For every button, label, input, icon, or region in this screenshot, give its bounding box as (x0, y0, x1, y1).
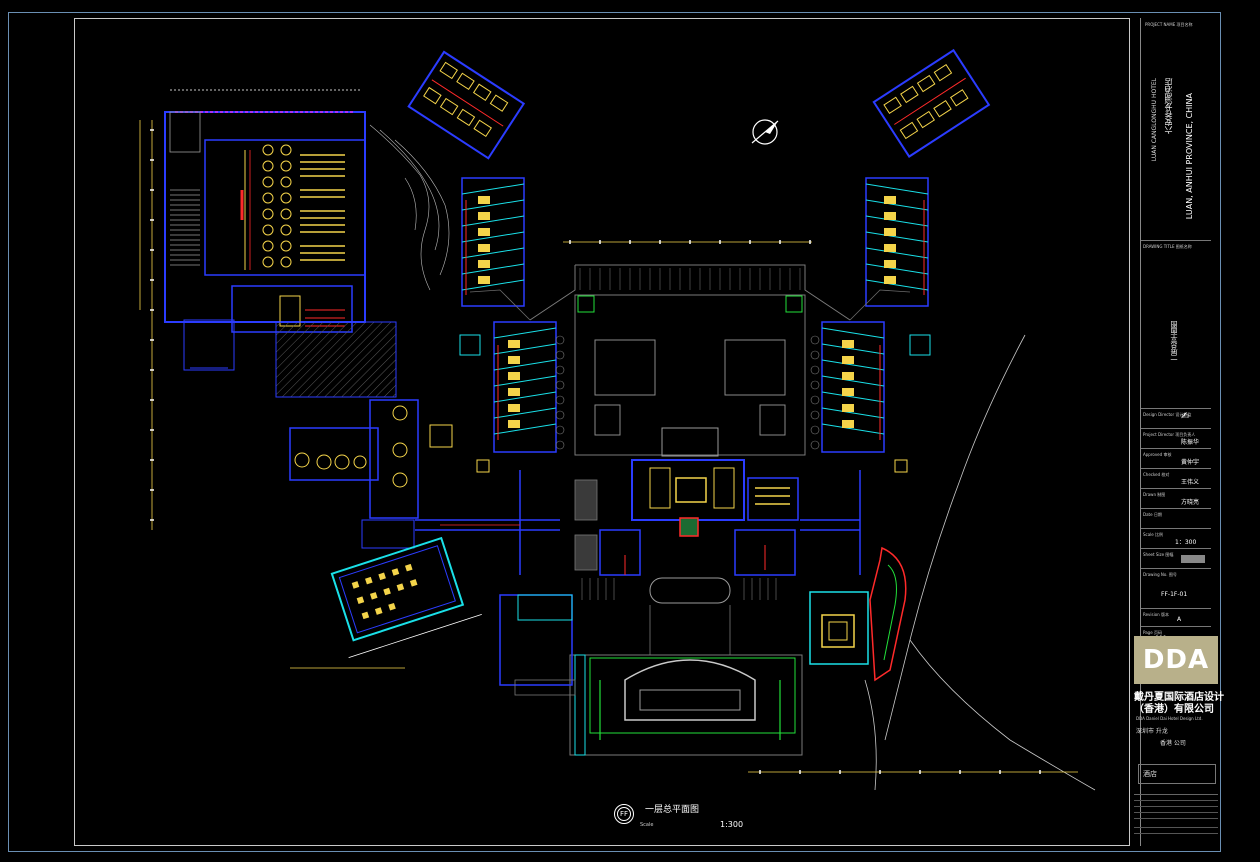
sheet-size-row: Sheet Size 图幅 (1141, 548, 1211, 568)
location: LUAN, ANHUI PROVINCE, CHINA (1185, 93, 1194, 220)
dda-logo: DDA (1134, 636, 1218, 684)
designer-row: Design Director 设计总监 ✍ (1141, 408, 1211, 428)
signature: ✍ (1181, 411, 1190, 422)
ballroom-wing (139, 89, 397, 530)
right-guestroom-tower (821, 48, 991, 473)
hotel-box: 酒店 (1138, 764, 1216, 784)
drawing-no-row: Drawing No. 图号 FF-1F-01 (1141, 568, 1211, 608)
scale-caption: Scale (640, 822, 654, 828)
sheet-title: 一层总平面图 (645, 805, 700, 815)
restaurant-area (289, 399, 453, 549)
address-line1: 深圳市 升龙 (1136, 728, 1168, 735)
scale-label: Scale 比例 (1143, 532, 1164, 537)
approved-value: 黄仲宇 (1181, 459, 1200, 466)
left-guestroom-tower (407, 50, 557, 473)
company-name-line1: 戴丹夏国际酒店设计 (1134, 692, 1224, 703)
approved-label: Approved 审核 (1143, 452, 1172, 457)
drawing-title-label: DRAWING TITLE 图纸名称 (1143, 244, 1192, 249)
checked-value: 王伟义 (1181, 479, 1200, 486)
company-name-line2: （香港）有限公司 (1134, 704, 1214, 715)
approved-row: Approved 审核 黄仲宇 (1141, 448, 1211, 468)
sheet-size-stamp (1181, 555, 1205, 563)
spa-block-right (809, 546, 907, 682)
revision-value: A (1177, 616, 1182, 623)
north-arrow-icon (751, 119, 779, 145)
project-en: LUAN CANGLONGHU HOTEL (1151, 78, 1158, 162)
date-row: Date 日期 (1141, 508, 1211, 528)
scale-row: Scale 比例 1：300 (1141, 528, 1211, 548)
designer-label: Design Director 设计总监 (1143, 412, 1192, 417)
hotel-label: 酒店 (1143, 770, 1157, 778)
inner-frame (74, 18, 1130, 846)
title-block: PROJECT NAME 项目名称 LUAN CANGLONGHU HOTEL … (1140, 18, 1211, 846)
revision-label: Revision 版本 (1143, 612, 1169, 617)
sheet-size-label: Sheet Size 图幅 (1143, 552, 1174, 557)
central-courtyard (469, 240, 911, 456)
address-line2: 香港 公司 (1160, 740, 1186, 747)
service-block-left (499, 594, 576, 696)
project-director-label: Project Director 项目负责人 (1143, 432, 1196, 437)
main-lobby (415, 427, 861, 756)
landscape-contours (369, 124, 450, 291)
access-road (864, 334, 1096, 791)
angled-lounge (330, 536, 482, 659)
scale-value: 1:300 (720, 820, 744, 829)
drawing-title-cell: DRAWING TITLE 图纸名称 一层总平面图 (1141, 240, 1211, 410)
drawn-value: 方晓亮 (1181, 499, 1200, 506)
project-director: 陈振华 (1181, 439, 1200, 446)
page-label: Page 页码 (1143, 630, 1162, 635)
sheet-code-bubble: FF (614, 804, 634, 824)
drawing-title: 一层总平面图 (1170, 321, 1178, 363)
sheet-code: FF (619, 810, 629, 818)
project-director-row: Project Director 项目负责人 陈振华 (1141, 428, 1211, 448)
company-en: DDA Daniel Dai Hotel Design Ltd. (1136, 716, 1203, 721)
project-cn: 六安苍龙湖酒店 (1164, 78, 1173, 134)
drawing-no: FF-1F-01 (1161, 591, 1188, 598)
revision-row: Revision 版本 A (1141, 608, 1211, 626)
drawn-row: Drawn 制图 方晓亮 (1141, 488, 1211, 508)
checked-label: Checked 校对 (1143, 472, 1170, 477)
logo-text: DDA (1142, 645, 1210, 675)
date-label: Date 日期 (1143, 512, 1162, 517)
project-name-label: PROJECT NAME 项目名称 (1145, 22, 1193, 27)
checked-row: Checked 校对 王伟义 (1141, 468, 1211, 488)
contact-lines (1134, 790, 1218, 842)
tb-scale-value: 1：300 (1175, 539, 1197, 546)
drawing-no-label: Drawing No. 图号 (1143, 572, 1177, 577)
outer-frame (8, 12, 1221, 852)
drawn-label: Drawn 制图 (1143, 492, 1166, 497)
